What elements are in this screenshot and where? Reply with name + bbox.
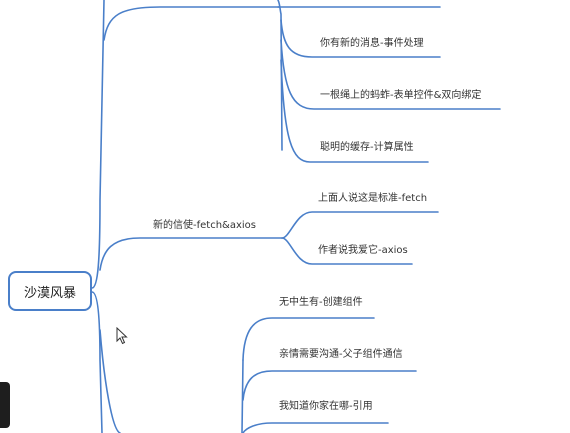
bottom-child-connector-2 (242, 370, 417, 401)
fetch-child-connector-2 (281, 237, 413, 265)
bottom-child-label-1: 无中生有-创建组件 (279, 297, 363, 308)
top-group-connector-3 (280, 59, 429, 163)
fetch-child-label-1: 上面人说这是标准-fetch (318, 193, 428, 204)
bottom-child-label-3: 我知道你家在哪-引用 (279, 401, 373, 412)
root-node-label: 沙漠风暴 (23, 285, 76, 301)
top-group-spine (277, 0, 283, 151)
bottom-child-connector-3 (242, 422, 389, 433)
side-panel-tab[interactable] (0, 382, 10, 428)
bottom-branch-connector (99, 329, 121, 433)
top-child-label-1: 你有新的消息-事件处理 (320, 38, 424, 49)
top-group-connector-1 (280, 19, 441, 58)
root-node[interactable]: 沙漠风暴 (8, 271, 92, 311)
fetch-child-connector-1 (281, 211, 439, 239)
top-child-label-2: 一根绳上的蚂蚱-表单控件&双向绑定 (320, 90, 482, 101)
bottom-group-spine (241, 359, 244, 433)
trunk-up-connector (91, 0, 105, 289)
top-child-label-3: 聪明的缓存-计算属性 (320, 142, 414, 153)
top-group-connector-2 (280, 39, 501, 110)
canvas-edge-fade (548, 0, 570, 433)
trunk-down-connector (91, 291, 103, 433)
fetch-child-label-2: 作者说我爱它-axios (318, 245, 408, 256)
bottom-child-label-2: 亲情需要沟通-父子组件通信 (279, 349, 403, 360)
top-branch-connector (103, 6, 281, 41)
mouse-cursor-icon (116, 327, 128, 345)
branch-fetch-label: 新的信使-fetch&axios (153, 220, 256, 231)
bottom-child-connector-1 (242, 317, 375, 361)
fetch-branch-connector (99, 237, 283, 271)
